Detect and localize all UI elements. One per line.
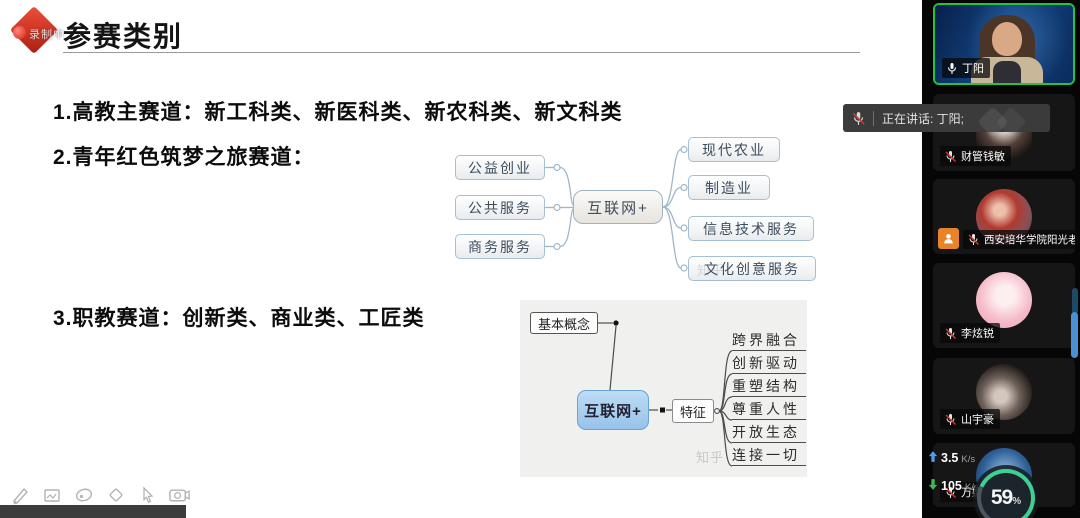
mic-muted-icon [945, 486, 956, 498]
download-stat: 105 K/s [928, 479, 979, 495]
participant-name-label: 财管钱敏 [940, 146, 1011, 166]
mindmap1-node-right-0: 现代农业 [688, 137, 780, 162]
mindmap2-leaf-1: 创新驱动 [732, 352, 806, 374]
track-item-1: 1.高教主赛道：新工科类、新医科类、新农科类、新文科类 [53, 101, 623, 124]
mic-on-icon [947, 62, 957, 74]
participant-tile-dingyang[interactable]: 丁阳 [933, 3, 1075, 85]
participant-name: 西安培华学院阳光老师 [984, 234, 1075, 246]
download-value: 105 [941, 479, 962, 493]
download-arrow-icon [928, 479, 938, 490]
mindmap2-leaf-5: 连接一切 [732, 444, 806, 466]
mindmap2-leaf-0: 跨界融合 [732, 329, 806, 351]
mindmap2-node-concept: 基本概念 [530, 312, 598, 334]
now-speaking-text: 正在讲话: 丁阳; [882, 111, 965, 126]
mic-muted-icon [945, 327, 956, 339]
mic-muted-icon [945, 413, 956, 425]
banner-divider [873, 110, 874, 126]
camera-icon[interactable] [168, 484, 191, 505]
upload-value: 3.5 [941, 451, 959, 465]
participant-name: 李炫锐 [961, 328, 994, 340]
mic-muted-icon [945, 150, 956, 162]
network-stats: 3.5 K/s 105 K/s [928, 451, 979, 507]
participant-name-label: 西安培华学院阳光老师 [963, 230, 1075, 249]
person-icon [944, 234, 953, 244]
title-underline [63, 52, 860, 53]
mindmap1-node-right-2: 信息技术服务 [688, 216, 814, 241]
page-title: 参赛类别 [63, 21, 184, 52]
gauge-unit: % [1012, 496, 1022, 507]
mindmap2-node-feature: 特征 [672, 399, 714, 423]
internet-plus-mindmap-1: 公益创业 公共服务 商务服务 互联网+ 现代农业 制造业 信息技术服务 文化创意… [445, 133, 837, 293]
participant-tile-peihua-teacher[interactable]: 西安培华学院阳光老师 [933, 179, 1075, 254]
pen-icon[interactable] [8, 484, 31, 505]
mindmap1-node-right-3: 文化创意服务 [688, 256, 816, 281]
mindmap1-node-left-0: 公益创业 [455, 155, 545, 180]
participant-name: 山宇豪 [961, 414, 994, 426]
video-person-face [992, 22, 1022, 56]
mindmap1-node-center: 互联网+ [573, 190, 663, 224]
now-speaking-banner: 正在讲话: 丁阳; [843, 104, 1050, 138]
track-item-3: 3.职教赛道：创新类、商业类、工匠类 [53, 307, 425, 330]
hand-raised-badge [938, 228, 959, 249]
track-item-2: 2.青年红色筑梦之旅赛道： [53, 146, 315, 169]
eraser-icon[interactable] [104, 484, 127, 505]
mic-muted-icon [968, 234, 979, 245]
mindmap2-node-center: 互联网+ [577, 390, 649, 430]
cursor-icon[interactable] [136, 484, 159, 505]
shared-slide: 录制中 参赛类别 1.高教主赛道：新工科类、新医科类、新农科类、新文科类 2.青… [0, 0, 922, 518]
mindmap2-connectors [598, 320, 733, 467]
mindmap1-node-left-2: 商务服务 [455, 234, 545, 259]
mindmap2-leaf-4: 开放生态 [732, 421, 806, 443]
upload-unit: K/s [961, 454, 976, 465]
performance-gauge[interactable]: 59 % [977, 469, 1035, 518]
gauge-value: 59 [990, 486, 1013, 509]
meeting-logo-watermark [974, 106, 1034, 141]
participant-name: 财管钱敏 [961, 151, 1005, 163]
upload-stat: 3.5 K/s [928, 451, 979, 467]
participant-name-label: 山宇豪 [940, 409, 1000, 429]
participant-video [935, 5, 1073, 83]
laser-icon[interactable] [72, 484, 95, 505]
logo-diamond [995, 106, 1027, 138]
cropped-bottom-bar [0, 505, 186, 518]
sidebar-scrollbar-track[interactable] [1072, 288, 1078, 314]
participant-tile-lixuanrui[interactable]: 李炫锐 [933, 263, 1075, 348]
video-person-shirt [993, 61, 1021, 83]
mindmap1-node-left-1: 公共服务 [455, 195, 545, 220]
mindmap2-leaf-2: 重塑结构 [732, 375, 806, 397]
upload-arrow-icon [928, 451, 938, 462]
recording-dot-icon [13, 26, 26, 39]
internet-plus-mindmap-2: 基本概念 互联网+ 特征 跨界融合 创新驱动 重塑结构 尊重人性 开放生态 连接… [520, 300, 807, 477]
participant-tile-shanyuhao[interactable]: 山宇豪 [933, 358, 1075, 434]
board-icon[interactable] [40, 484, 63, 505]
participants-sidebar: 丁阳 财管钱敏 [922, 0, 1080, 518]
gauge-face: 59 % [981, 473, 1031, 518]
recording-label: 录制中 [29, 29, 65, 41]
sidebar-scrollbar-thumb[interactable] [1071, 312, 1078, 358]
participant-avatar [976, 272, 1032, 328]
annotation-toolbar [8, 484, 191, 505]
participant-name-label: 李炫锐 [940, 323, 1000, 343]
participant-name-label: 丁阳 [942, 58, 990, 78]
mindmap2-leaf-3: 尊重人性 [732, 398, 806, 420]
mindmap1-node-right-1: 制造业 [688, 175, 770, 200]
participant-name: 丁阳 [962, 63, 984, 75]
mic-muted-icon [852, 111, 865, 125]
mindmap1-connectors [545, 145, 688, 272]
download-unit: K/s [964, 482, 979, 493]
